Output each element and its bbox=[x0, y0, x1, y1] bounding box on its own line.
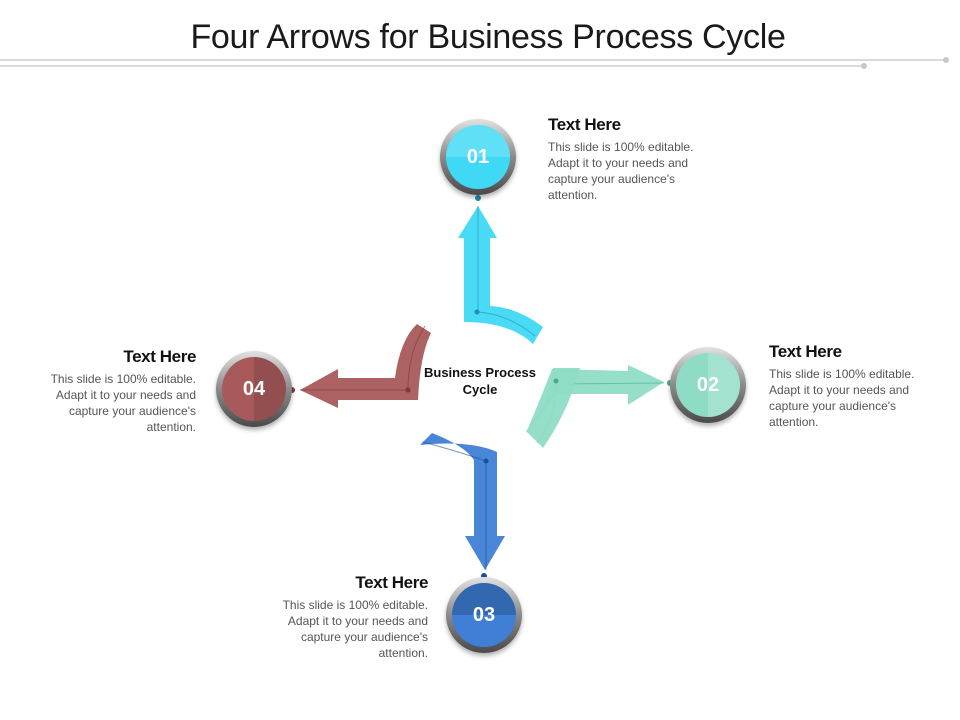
step-heading-04: Text Here bbox=[123, 347, 196, 366]
step-heading-02: Text Here bbox=[769, 342, 842, 361]
arrow-step-02 bbox=[526, 365, 673, 448]
step-body-04: This slide is 100% editable. Adapt it to… bbox=[50, 372, 196, 434]
step-body-02: This slide is 100% editable. Adapt it to… bbox=[769, 367, 915, 429]
step-node-04 bbox=[216, 351, 292, 427]
arrow-step-03 bbox=[420, 433, 505, 579]
title-divider bbox=[0, 57, 949, 69]
step-node-01 bbox=[440, 119, 516, 195]
step-heading-01: Text Here bbox=[548, 115, 621, 134]
step-text-03: Text Here This slide is 100% editable. A… bbox=[258, 573, 429, 661]
step-number-03: 03 bbox=[472, 604, 496, 626]
step-body-01: This slide is 100% editable. Adapt it to… bbox=[548, 140, 694, 202]
arrow-step-01 bbox=[458, 195, 543, 344]
arrow-step-04 bbox=[289, 324, 431, 408]
step-text-04: Text Here This slide is 100% editable. A… bbox=[26, 347, 197, 435]
step-number-02: 02 bbox=[696, 374, 720, 396]
step-node-02 bbox=[670, 347, 746, 423]
slide-title: Four Arrows for Business Process Cycle bbox=[190, 18, 786, 56]
step-body-03: This slide is 100% editable. Adapt it to… bbox=[282, 598, 428, 660]
center-label: Business Process Cycle bbox=[423, 365, 536, 397]
step-text-02: Text Here This slide is 100% editable. A… bbox=[769, 342, 939, 430]
step-text-01: Text Here This slide is 100% editable. A… bbox=[548, 115, 718, 203]
step-number-04: 04 bbox=[242, 378, 266, 400]
step-heading-03: Text Here bbox=[355, 573, 428, 592]
step-node-03 bbox=[446, 577, 522, 653]
step-number-01: 01 bbox=[466, 146, 490, 168]
